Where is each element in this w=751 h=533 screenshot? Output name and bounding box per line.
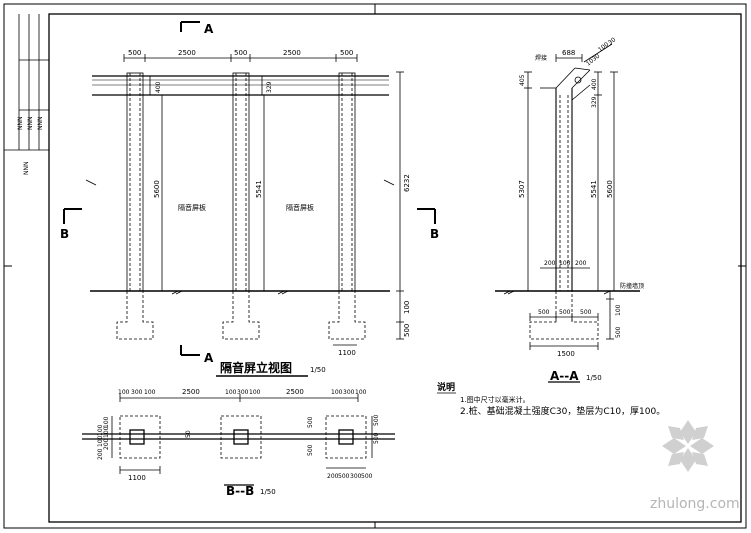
elev-dim-100: 100 bbox=[403, 301, 411, 314]
bb-dim-50: 50 bbox=[185, 430, 192, 438]
aa-dim-5600: 5600 bbox=[606, 180, 614, 198]
section-mark-a-bottom: A bbox=[204, 351, 214, 365]
bb-dim-left-1: 100 bbox=[103, 416, 110, 428]
bb-dim-top-4: 2500 bbox=[182, 388, 200, 396]
bb-dim-bottom-3: 300 bbox=[350, 473, 362, 480]
elev-dim-5541: 5541 bbox=[255, 180, 263, 198]
bb-dim-top-7: 100 bbox=[249, 389, 261, 396]
elev-dim-top-3: 500 bbox=[234, 49, 247, 57]
aa-dim-400: 400 bbox=[591, 78, 598, 90]
bb-dim-top-9: 100 bbox=[331, 389, 343, 396]
elevation-view bbox=[63, 21, 436, 377]
aa-dim-slant-1: 1030 bbox=[585, 53, 601, 68]
inner-frame bbox=[48, 13, 742, 523]
bb-dim-top-6: 300 bbox=[237, 389, 249, 396]
elev-panel-label-2: 隔音屏板 bbox=[286, 203, 314, 212]
elev-dim-1100: 1100 bbox=[338, 349, 356, 357]
bb-dim-top-10: 300 bbox=[343, 389, 355, 396]
bb-dim-top-1: 100 bbox=[118, 389, 130, 396]
bb-dim-left-3: 200 bbox=[103, 438, 110, 450]
aa-dim-5541: 5541 bbox=[590, 180, 598, 198]
section-aa-title: A--A bbox=[550, 369, 579, 383]
section-bb-view bbox=[82, 394, 395, 486]
elev-dim-top-2: 2500 bbox=[178, 49, 196, 57]
aa-dim-slant-3: 30 bbox=[607, 36, 617, 46]
elev-dim-top-4: 2500 bbox=[283, 49, 301, 57]
bb-dim-1100: 1100 bbox=[128, 474, 146, 482]
bb-dim-bottom-4: 500 bbox=[361, 473, 373, 480]
section-bb-scale: 1/50 bbox=[260, 488, 276, 496]
bb-dim-right-4: 500 bbox=[307, 444, 314, 456]
aa-dim-100: 100 bbox=[559, 260, 571, 267]
aa-dim-100v: 100 bbox=[615, 304, 622, 316]
bb-dim-top-8: 2500 bbox=[286, 388, 304, 396]
section-aa-scale: 1/50 bbox=[586, 374, 602, 382]
aa-label-ground: 防撞墙顶 bbox=[620, 282, 644, 290]
bb-dim-top-5: 100 bbox=[225, 389, 237, 396]
aa-dim-5307: 5307 bbox=[518, 180, 526, 198]
elevation-title: 隔音屏立视图 bbox=[220, 360, 292, 375]
elev-dim-500: 500 bbox=[403, 324, 411, 337]
section-mark-a-top: A bbox=[204, 22, 214, 36]
bb-dim-bottom-1: 200 bbox=[327, 473, 339, 480]
aa-dim-500b: 500 bbox=[559, 309, 571, 316]
bb-dim-top-11: 100 bbox=[355, 389, 367, 396]
elev-dim-329: 329 bbox=[266, 81, 273, 93]
title-block-col1: NNN bbox=[17, 117, 24, 130]
section-aa-view bbox=[495, 43, 640, 383]
bb-dim-right-3: 500 bbox=[307, 416, 314, 428]
section-mark-b-left: B bbox=[60, 227, 69, 241]
bb-dim-top-2: 300 bbox=[131, 389, 143, 396]
bb-dim-right-1: 500 bbox=[373, 414, 380, 426]
aa-dim-688: 688 bbox=[562, 49, 575, 57]
bb-dim-left-2: 100 bbox=[103, 426, 110, 438]
notes-line-1: 1.图中尺寸以毫米计。 bbox=[460, 395, 530, 404]
watermark-logo bbox=[662, 420, 714, 472]
watermark-text: zhulong.com bbox=[650, 496, 740, 512]
notes-heading: 说明 bbox=[437, 381, 455, 393]
elev-dim-top-1: 500 bbox=[128, 49, 141, 57]
bb-dim-left-5: 100 bbox=[97, 435, 104, 447]
bb-dim-bottom-2: 500 bbox=[338, 473, 350, 480]
aa-dim-329: 329 bbox=[591, 96, 598, 108]
bb-dim-left-4: 200 bbox=[97, 448, 104, 460]
elev-dim-6232: 6232 bbox=[403, 174, 411, 192]
title-block-col3: NNN bbox=[37, 117, 44, 130]
elevation-scale: 1/50 bbox=[310, 366, 326, 374]
section-bb-title: B--B bbox=[226, 484, 254, 498]
aa-dim-200b: 200 bbox=[575, 260, 587, 267]
aa-dim-500c: 500 bbox=[580, 309, 592, 316]
section-mark-b-right: B bbox=[430, 227, 439, 241]
elev-dim-5600: 5600 bbox=[153, 180, 161, 198]
aa-label-top: 焊接 bbox=[535, 54, 547, 62]
aa-dim-200a: 200 bbox=[544, 260, 556, 267]
title-block-col2: NNN bbox=[27, 117, 34, 130]
aa-dim-500a: 500 bbox=[538, 309, 550, 316]
aa-dim-405: 405 bbox=[519, 74, 526, 86]
title-block-side-note: NNN bbox=[23, 162, 30, 175]
bb-dim-left-6: 100 bbox=[97, 424, 104, 436]
elev-dim-top-5: 500 bbox=[340, 49, 353, 57]
elev-panel-label-1: 隔音屏板 bbox=[178, 203, 206, 212]
elev-dim-400: 400 bbox=[155, 81, 162, 93]
bb-dim-top-3: 100 bbox=[144, 389, 156, 396]
notes-line-2: 2.桩、基础混凝土强度C30，垫层为C10，厚100。 bbox=[460, 405, 665, 417]
outer-border bbox=[3, 3, 747, 529]
aa-dim-500v: 500 bbox=[615, 326, 622, 338]
aa-dim-1500: 1500 bbox=[557, 350, 575, 358]
title-block bbox=[4, 14, 49, 151]
bb-dim-right-2: 500 bbox=[373, 432, 380, 444]
